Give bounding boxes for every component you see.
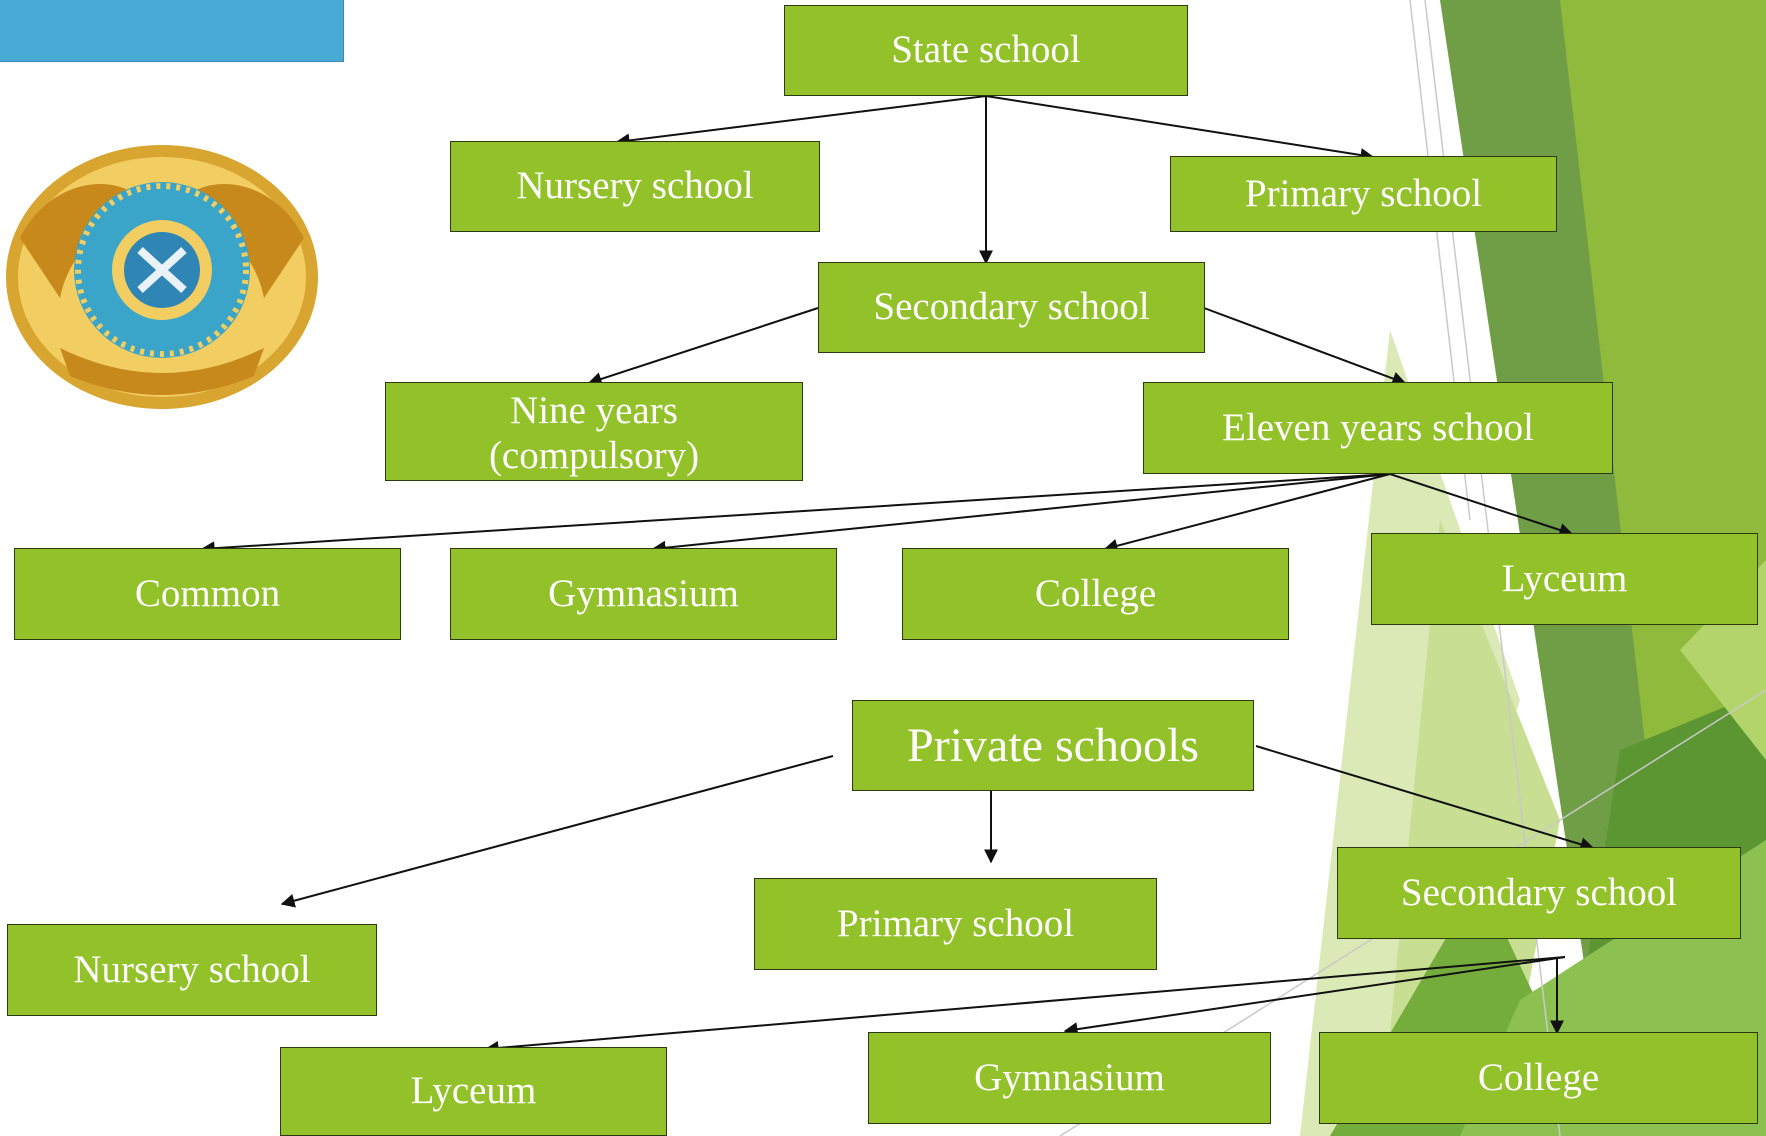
- private-primary-school-label: Primary school: [836, 901, 1075, 945]
- arrow-state-to-primary: [985, 95, 1375, 162]
- college-label: College: [1034, 571, 1157, 615]
- common-box: Common: [14, 548, 401, 640]
- gymnasium-box: Gymnasium: [450, 548, 837, 640]
- private-nursery-school-label: Nursery school: [73, 947, 311, 991]
- eleven-years-school-label: Eleven years school: [1222, 405, 1534, 449]
- private-gymnasium-box: Gymnasium: [868, 1032, 1271, 1124]
- nursery-school-label: Nursery school: [516, 164, 754, 208]
- primary-school-label: Primary school: [1244, 171, 1483, 215]
- state-school-box: State school: [784, 5, 1188, 96]
- college-box: College: [902, 548, 1289, 640]
- arrow-secondary2-to-lyceum: [484, 956, 1566, 1055]
- arrow-secondary2-to-gymnasium: [1063, 956, 1566, 1037]
- lyceum-label: Lyceum: [1501, 556, 1628, 600]
- nine-years-compulsory-label: (compulsory): [488, 433, 700, 477]
- arrow-eleven-to-common: [200, 473, 1391, 556]
- private-lyceum-box: Lyceum: [280, 1047, 667, 1136]
- private-nursery-school-box: Nursery school: [7, 924, 377, 1016]
- private-secondary-school-box: Secondary school: [1337, 847, 1741, 939]
- arrow-secondary-to-eleven: [1203, 307, 1407, 386]
- private-schools-label: Private schools: [907, 718, 1199, 772]
- private-schools-box: Private schools: [852, 700, 1254, 791]
- eleven-years-school-box: Eleven years school: [1143, 382, 1613, 474]
- nine-years-box: Nine years (compulsory): [385, 382, 803, 481]
- nine-years-label: Nine years: [510, 389, 678, 432]
- primary-school-box: Primary school: [1170, 156, 1557, 232]
- arrow-private-to-secondary: [1255, 745, 1595, 852]
- coat-of-arms-icon: [6, 145, 318, 409]
- gymnasium-label: Gymnasium: [548, 571, 739, 615]
- private-gymnasium-label: Gymnasium: [974, 1055, 1165, 1099]
- nursery-school-box: Nursery school: [450, 141, 820, 232]
- arrow-eleven-to-lyceum: [1389, 473, 1574, 537]
- corner-tab: [0, 0, 344, 62]
- secondary-school-box: Secondary school: [818, 262, 1205, 353]
- lyceum-box: Lyceum: [1371, 533, 1758, 625]
- private-lyceum-label: Lyceum: [410, 1069, 537, 1113]
- private-college-label: College: [1477, 1055, 1600, 1099]
- common-label: Common: [134, 571, 281, 615]
- state-school-label: State school: [891, 28, 1081, 72]
- secondary-school-label: Secondary school: [873, 285, 1150, 329]
- arrow-eleven-to-college: [1103, 473, 1391, 553]
- private-primary-school-box: Primary school: [754, 878, 1157, 970]
- arrow-private-to-nursery: [280, 755, 834, 908]
- arrow-secondary-to-nine: [587, 307, 819, 386]
- private-secondary-school-label: Secondary school: [1400, 870, 1678, 914]
- arrow-state-to-nursery: [615, 95, 987, 148]
- arrow-eleven-to-gymnasium: [651, 473, 1391, 555]
- private-college-box: College: [1319, 1032, 1758, 1124]
